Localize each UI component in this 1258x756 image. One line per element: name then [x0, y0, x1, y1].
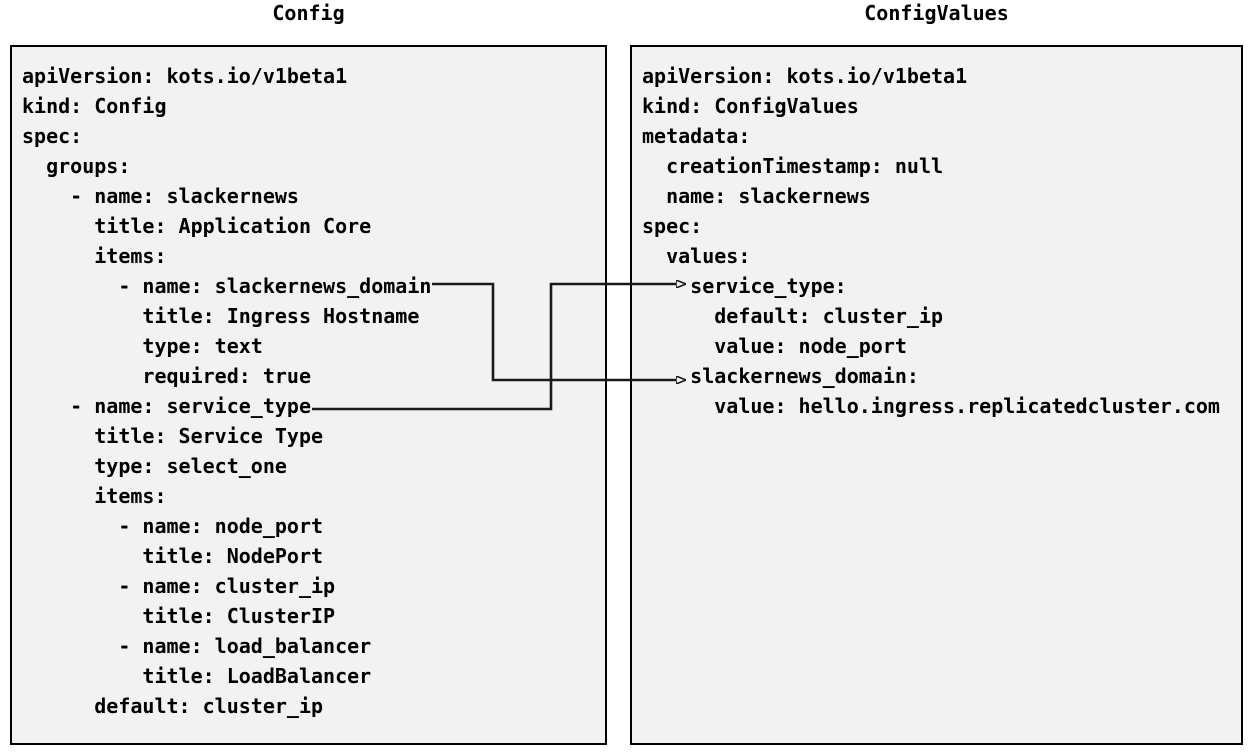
- config-yaml-line: items:: [22, 484, 167, 508]
- config-yaml-line: title: LoadBalancer: [22, 664, 372, 688]
- configvalues-yaml-line: creationTimestamp: null: [642, 154, 944, 178]
- config-yaml-line: type: select_one: [22, 454, 287, 478]
- config-yaml-line: - name: cluster_ip: [22, 574, 336, 598]
- config-yaml-line: title: NodePort: [22, 544, 324, 568]
- config-yaml-line: - name: load_balancer: [22, 634, 372, 658]
- configvalues-yaml-line: kind: ConfigValues: [642, 94, 859, 118]
- config-yaml-line: groups:: [22, 154, 131, 178]
- config-yaml-line: spec:: [22, 124, 83, 148]
- config-yaml-line: - name: slackernews: [22, 184, 299, 208]
- config-yaml-line: - name: service_type: [22, 394, 311, 418]
- config-yaml-code: apiVersion: kots.io/v1beta1 kind: Config s…: [12, 47, 605, 721]
- config-yaml-line: required: true: [22, 364, 311, 388]
- configvalues-yaml-line: value: hello.ingress.replicatedcluster.c…: [642, 394, 1220, 418]
- configvalues-yaml-code: apiVersion: kots.io/v1beta1 kind: ConfigV…: [632, 47, 1241, 421]
- config-yaml-line: kind: Config: [22, 94, 167, 118]
- config-yaml-line: default: cluster_ip: [22, 694, 324, 718]
- config-panel: apiVersion: kots.io/v1beta1 kind: Config s…: [10, 45, 607, 745]
- config-yaml-line: items:: [22, 244, 167, 268]
- configvalues-panel: apiVersion: kots.io/v1beta1 kind: ConfigV…: [630, 45, 1243, 745]
- configvalues-yaml-line: default: cluster_ip: [642, 304, 944, 328]
- configvalues-yaml-line: apiVersion: kots.io/v1beta1: [642, 64, 968, 88]
- config-yaml-line: title: ClusterIP: [22, 604, 336, 628]
- config-yaml-line: type: text: [22, 334, 263, 358]
- configvalues-yaml-line: metadata:: [642, 124, 751, 148]
- configvalues-yaml-line: name: slackernews: [642, 184, 871, 208]
- configvalues-yaml-line: values:: [642, 244, 751, 268]
- config-yaml-line: title: Service Type: [22, 424, 324, 448]
- config-yaml-line: apiVersion: kots.io/v1beta1: [22, 64, 348, 88]
- config-panel-title: Config: [272, 1, 345, 25]
- config-yaml-line: - name: slackernews_domain: [22, 274, 432, 298]
- config-yaml-line: title: Ingress Hostname: [22, 304, 420, 328]
- configvalues-panel-title: ConfigValues: [864, 1, 1009, 25]
- configvalues-yaml-line: value: node_port: [642, 334, 907, 358]
- config-yaml-line: title: Application Core: [22, 214, 372, 238]
- config-yaml-line: - name: node_port: [22, 514, 324, 538]
- configvalues-yaml-line: service_type:: [642, 274, 847, 298]
- configvalues-yaml-line: spec:: [642, 214, 703, 238]
- configvalues-yaml-line: slackernews_domain:: [642, 364, 919, 388]
